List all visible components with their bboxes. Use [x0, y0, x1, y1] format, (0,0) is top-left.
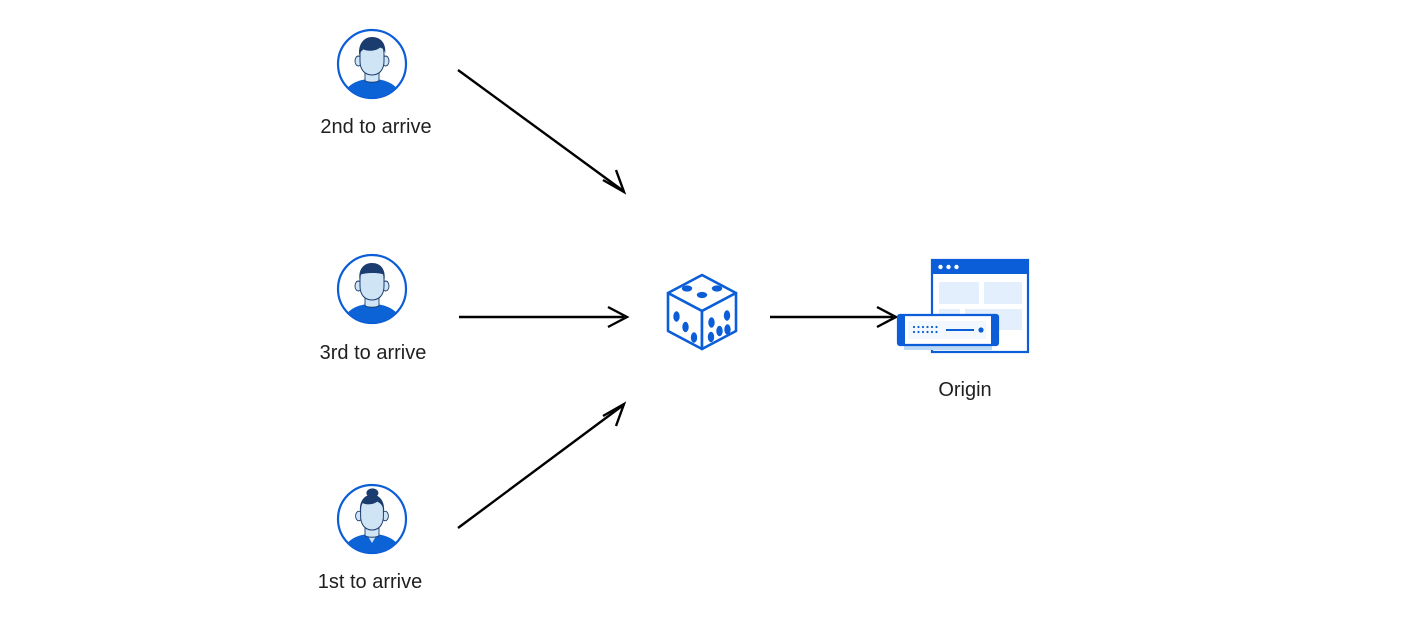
- node-origin[interactable]: [890, 255, 1035, 365]
- arrow-3rd-to-dice: [459, 305, 630, 329]
- node-visitor-2nd[interactable]: [336, 28, 408, 100]
- origin-server-icon: [896, 258, 1030, 354]
- label-visitor-3rd: 3rd to arrive: [319, 342, 427, 364]
- arrow-dice-to-origin: [770, 305, 899, 329]
- node-visitor-1st[interactable]: [336, 483, 408, 555]
- node-visitor-3rd[interactable]: [336, 253, 408, 325]
- label-origin: Origin: [938, 379, 992, 401]
- label-visitor-2nd: 2nd to arrive: [320, 116, 432, 138]
- user-avatar-icon: [336, 483, 408, 555]
- server-appliance-icon: [896, 313, 1000, 350]
- label-visitor-1st: 1st to arrive: [317, 571, 423, 593]
- user-avatar-icon: [336, 28, 408, 100]
- dice-icon: [666, 273, 738, 351]
- node-randomizer[interactable]: [659, 269, 745, 355]
- arrow-1st-to-dice: [457, 401, 627, 529]
- user-avatar-icon: [336, 253, 408, 325]
